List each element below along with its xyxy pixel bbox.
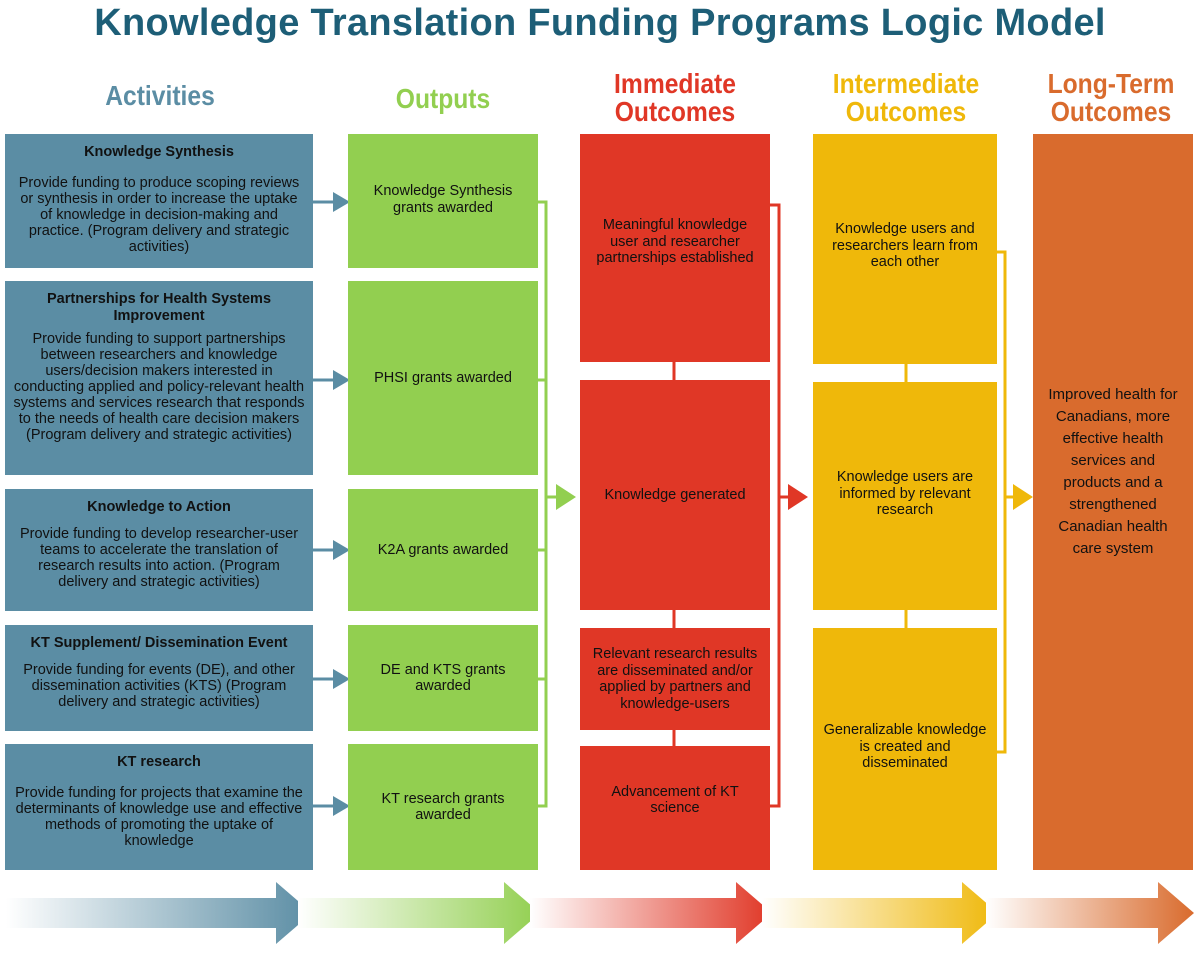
intermediate-outcome-learn: Knowledge users and researchers learn fr… xyxy=(813,134,997,364)
output-de-kts: DE and KTS grants awarded xyxy=(348,625,538,731)
immediate-outcome-label: Advancement of KT science xyxy=(611,783,739,817)
flow-arrow-immediate xyxy=(530,882,772,944)
output-label: KT research grants awarded xyxy=(381,790,505,824)
intermediate-outcome-label: Generalizable knowledge is created and d… xyxy=(823,722,987,772)
activity-description: Provide funding to develop researcher-us… xyxy=(19,526,299,590)
intermediate-outcome-label: Knowledge users and researchers learn fr… xyxy=(832,221,978,271)
activity-kt-supplement: KT Supplement/ Dissemination Event Provi… xyxy=(5,625,313,731)
column-header-activities: Activities xyxy=(105,80,215,111)
immediate-outcome-partnerships: Meaningful knowledge user and researcher… xyxy=(580,134,770,362)
flow-arrow-intermediate xyxy=(762,882,998,944)
immediate-outcome-label: Relevant research results are disseminat… xyxy=(592,646,758,712)
activity-heading: KT Supplement/ Dissemination Event xyxy=(30,635,288,651)
activity-description: Provide funding for projects that examin… xyxy=(15,785,303,849)
output-k2a: K2A grants awarded xyxy=(348,489,538,611)
immediate-outcome-label: Meaningful knowledge user and researcher… xyxy=(596,217,754,267)
page-title: Knowledge Translation Funding Programs L… xyxy=(94,2,1106,44)
intermediate-outcome-label: Knowledge users are informed by relevant… xyxy=(836,469,974,519)
immediate-outcome-kt-science: Advancement of KT science xyxy=(580,746,770,870)
flow-arrow-longterm xyxy=(986,882,1194,944)
activity-description: Provide funding for events (DE), and oth… xyxy=(23,662,295,710)
longterm-outcome-label: Improved health for Canadians, more effe… xyxy=(1048,386,1178,557)
activity-heading: Partnerships for Health Systems Improvem… xyxy=(46,291,272,324)
column-header-outputs: Outputs xyxy=(395,83,491,114)
activity-heading: KT research xyxy=(117,754,201,770)
flow-arrow-outputs xyxy=(298,882,540,944)
immediate-outcome-knowledge-generated: Knowledge generated xyxy=(580,380,770,610)
activity-description: Provide funding to produce scoping revie… xyxy=(18,175,300,255)
column-header-intermediate: Intermediate Outcomes xyxy=(832,68,980,127)
activity-description: Provide funding to support partnerships … xyxy=(13,331,305,443)
flow-arrow-activities xyxy=(6,882,312,944)
activity-heading: Knowledge to Action xyxy=(87,499,231,515)
intermediate-outcome-informed: Knowledge users are informed by relevant… xyxy=(813,382,997,610)
output-kt-research: KT research grants awarded xyxy=(348,744,538,870)
output-label: K2A grants awarded xyxy=(377,541,509,558)
activity-knowledge-synthesis: Knowledge Synthesis Provide funding to p… xyxy=(5,134,313,268)
activity-kt-research: KT research Provide funding for projects… xyxy=(5,744,313,870)
intermediate-outcome-generalizable: Generalizable knowledge is created and d… xyxy=(813,628,997,870)
activity-knowledge-to-action: Knowledge to Action Provide funding to d… xyxy=(5,489,313,611)
output-knowledge-synthesis: Knowledge Synthesis grants awarded xyxy=(348,134,538,268)
column-header-immediate: Immediate Outcomes xyxy=(614,68,736,127)
immediate-outcome-results-disseminated: Relevant research results are disseminat… xyxy=(580,628,770,730)
output-phsi: PHSI grants awarded xyxy=(348,281,538,475)
activity-phsi: Partnerships for Health Systems Improvem… xyxy=(5,281,313,475)
output-label: Knowledge Synthesis grants awarded xyxy=(373,183,513,216)
output-label: PHSI grants awarded xyxy=(374,369,512,386)
longterm-outcome: Improved health for Canadians, more effe… xyxy=(1033,134,1193,870)
output-label: DE and KTS grants awarded xyxy=(380,661,506,695)
activity-heading: Knowledge Synthesis xyxy=(84,144,234,160)
immediate-outcome-label: Knowledge generated xyxy=(604,486,746,503)
column-header-longterm: Long-Term Outcomes xyxy=(1047,68,1175,127)
